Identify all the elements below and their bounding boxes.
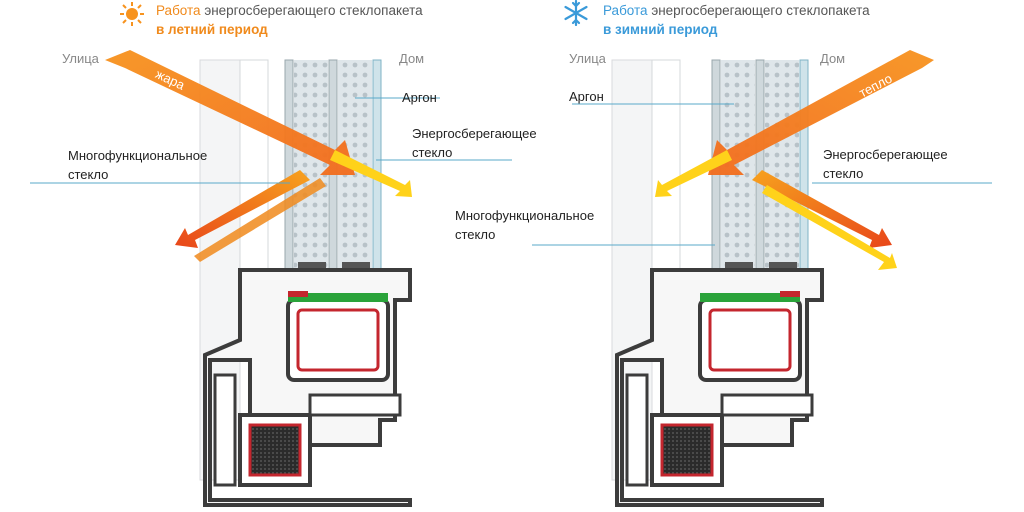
warmth-incoming-arrow xyxy=(708,50,934,175)
summer-period: в летний период xyxy=(156,22,268,37)
energy-glass-label: Энергосберегающее стекло xyxy=(823,145,948,183)
title-rest: энергосберегающего стеклопакета xyxy=(647,3,870,18)
glass-pane-outer xyxy=(284,59,294,281)
summer-panel: Работа энергосберегающего стеклопакета в… xyxy=(30,2,537,507)
heat-incoming-arrow xyxy=(105,50,355,175)
home-label: Дом xyxy=(820,51,846,66)
seal-green xyxy=(288,293,388,302)
home-label: Дом xyxy=(399,51,425,66)
seal-green xyxy=(700,293,800,302)
energy-glass-label: Энергосберегающее стекло xyxy=(412,124,537,162)
title-rest: энергосберегающего стеклопакета xyxy=(200,3,423,18)
glass-pane-energy xyxy=(799,59,809,281)
frame-profile xyxy=(615,268,824,507)
heat-reflect-arrow-1 xyxy=(175,170,310,248)
argon-chamber-1 xyxy=(294,60,328,270)
heat-reflect-arrow-2 xyxy=(194,178,326,262)
seal-red xyxy=(288,291,308,297)
sun-icon xyxy=(118,2,146,31)
glass-pane-middle xyxy=(755,59,765,281)
multi-glass-line1: Многофункциональное xyxy=(455,208,595,223)
argon-chamber-2 xyxy=(765,60,799,270)
multi-glass-label: Многофункциональное стекло xyxy=(68,146,207,184)
warmth-reflect-arrow-2 xyxy=(762,185,897,270)
title-prefix: Работа xyxy=(156,3,201,18)
street-label: Улица xyxy=(569,51,606,66)
winter-window-diagram xyxy=(532,50,992,507)
summer-window-diagram xyxy=(30,50,512,507)
winter-period: в зимний период xyxy=(603,22,718,37)
winter-title: Работа энергосберегающего стеклопакета xyxy=(603,3,870,18)
warmth-reflect-arrow-1 xyxy=(752,170,892,248)
snowflake-icon xyxy=(562,0,590,31)
multi-glass-line2: стекло xyxy=(455,227,496,242)
energy-glass-line1: Энергосберегающее xyxy=(412,126,537,141)
seal-red xyxy=(780,291,800,297)
energy-glass-line2: стекло xyxy=(412,145,453,160)
street-label: Улица xyxy=(62,51,99,66)
argon-label: Аргон xyxy=(569,89,604,104)
title-prefix: Работа xyxy=(603,3,648,18)
multi-glass-line2: стекло xyxy=(68,167,109,182)
winter-panel: Работа энергосберегающего стеклопакета в… xyxy=(455,0,1024,512)
energy-glass-line2: стекло xyxy=(823,166,864,181)
summer-title: Работа энергосберегающего стеклопакета xyxy=(156,3,423,18)
warmth-pass-arrow xyxy=(655,150,732,197)
argon-label: Аргон xyxy=(402,90,437,105)
energy-glass-line1: Энергосберегающее xyxy=(823,147,948,162)
multi-glass-label: Многофункциональное стекло xyxy=(455,206,594,244)
heat-pass-arrow xyxy=(330,150,412,197)
multi-glass-line1: Многофункциональное xyxy=(68,148,208,163)
